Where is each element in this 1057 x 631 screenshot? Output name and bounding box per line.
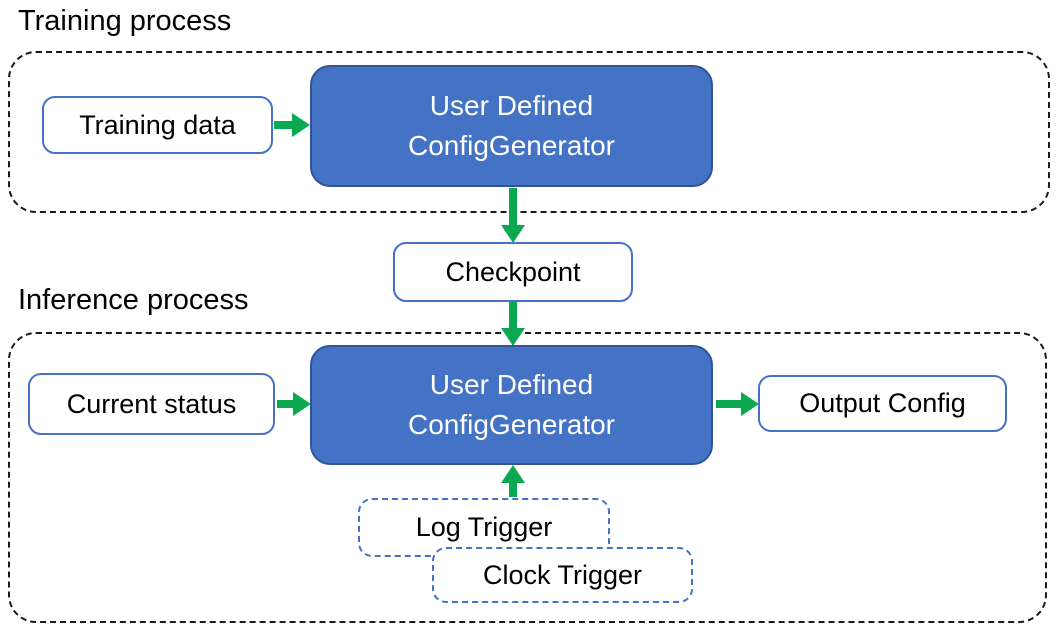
output-config-label: Output Config [799,388,966,418]
inference-generator-box: User Defined ConfigGenerator [310,345,713,465]
checkpoint-label: Checkpoint [445,256,581,287]
log-trigger-label: Log Trigger [415,512,553,542]
arrow-triggers-to-generator [509,483,517,497]
current-status-box: Current status [28,373,275,435]
clock-trigger-box: Clock Trigger [432,547,693,603]
training-generator-box: User Defined ConfigGenerator [310,65,713,187]
inference-container [8,332,1047,623]
arrow-generator-to-checkpoint [509,188,517,225]
training-container [8,51,1050,213]
arrow-training-data-to-generator [274,121,292,129]
checkpoint-box: Checkpoint [393,242,633,302]
training-generator-line2: ConfigGenerator [407,130,615,161]
arrow-checkpoint-to-generator [509,302,517,328]
training-data-box: Training data [42,96,273,154]
training-generator-line1: User Defined [429,90,594,121]
output-config-box: Output Config [758,375,1007,432]
inference-section-label: Inference process [18,284,249,316]
training-section-label: Training process [18,5,232,37]
inference-generator-line1: User Defined [429,369,594,400]
arrow-generator-to-output [716,400,741,408]
current-status-label: Current status [66,388,237,419]
arrow-current-status-to-generator [277,400,293,408]
inference-generator-line2: ConfigGenerator [407,409,615,440]
clock-trigger-label: Clock Trigger [482,559,643,590]
training-data-label: Training data [79,109,236,140]
